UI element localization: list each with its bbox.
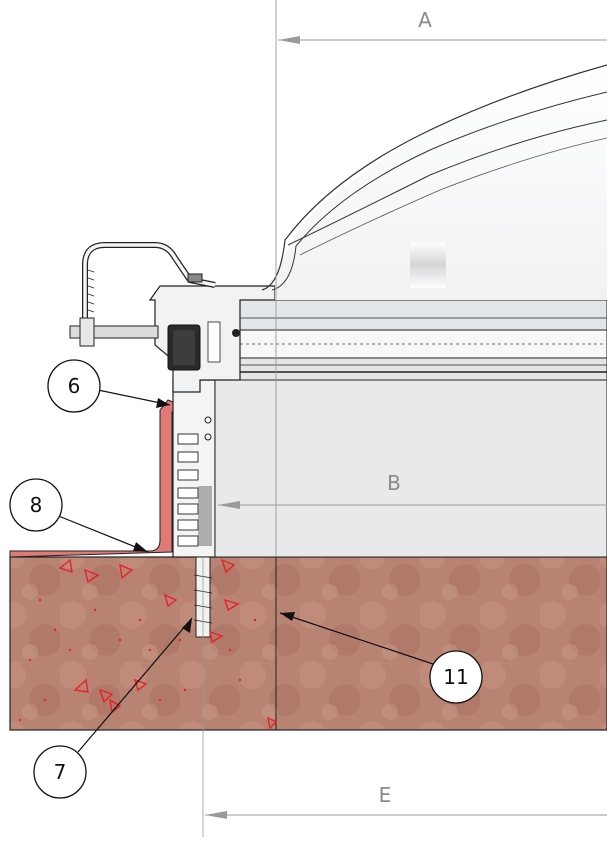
acrylic-dome [261, 64, 607, 300]
anchor-fixing [193, 556, 213, 837]
dimension-label-a: A [418, 8, 432, 32]
sealant-membrane [9, 399, 179, 558]
aggregate-marks [58, 558, 278, 730]
callout-6: 6 [47, 359, 171, 413]
callout-label-7: 7 [54, 760, 67, 784]
clamp-bracket [69, 242, 216, 347]
callout-7: 7 [33, 617, 193, 799]
dimension-label-b: B [387, 471, 401, 495]
callout-11: 11 [279, 612, 483, 704]
frame-profile [148, 285, 276, 393]
glazing-panel [214, 299, 607, 381]
callout-label-11: 11 [443, 665, 468, 689]
masonry-wall [9, 556, 607, 731]
dimension-e: E [205, 783, 607, 819]
upstand-frame [172, 379, 607, 558]
dimension-a: A [275, 0, 607, 557]
dimension-label-e: E [379, 783, 392, 807]
dimension-b: B [218, 471, 607, 509]
callout-label-6: 6 [68, 374, 81, 398]
callout-8: 8 [9, 478, 149, 553]
aggregate-dots [18, 598, 257, 722]
callout-label-8: 8 [30, 493, 43, 517]
